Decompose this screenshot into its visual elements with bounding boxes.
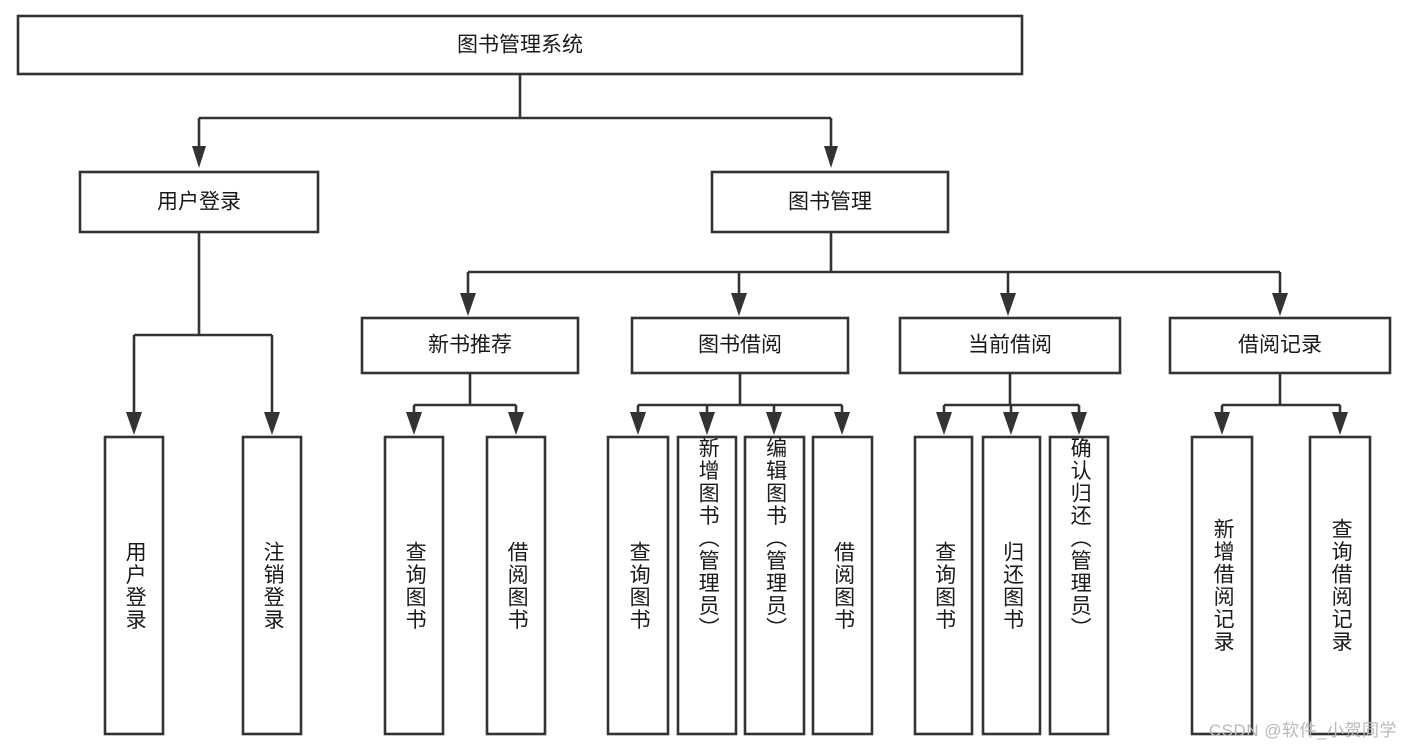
leaf-box-query-record[interactable] [1308, 435, 1372, 736]
arrowhead-leaf-user-login [126, 412, 142, 435]
connector-group-current-borrow [936, 373, 1087, 435]
arrowhead-bookborrow-leaf-3 [766, 412, 782, 435]
connector-group-user-login [126, 232, 280, 435]
node-root-label: 图书管理系统 [457, 34, 583, 57]
node-new-book-recommend[interactable]: 新书推荐 [360, 316, 580, 375]
arrowhead-currentborrow-leaf-2 [1003, 412, 1019, 435]
leaf-box-add-book-admin[interactable] [676, 435, 738, 736]
watermark: CSDN @软件_小贺同学 [1208, 721, 1397, 740]
arrowhead-bookborrow-leaf-1 [630, 412, 646, 435]
node-new-book-recommend-label: 新书推荐 [428, 334, 512, 357]
leaf-box-logout[interactable] [241, 435, 303, 736]
arrowhead-borrow-record [1272, 293, 1288, 316]
leaf-box-confirm-return[interactable] [1048, 435, 1110, 736]
node-borrow-record-box[interactable] [1168, 316, 1392, 375]
arrowhead-leaf-logout [264, 412, 280, 435]
node-new-book-recommend-box[interactable] [360, 316, 580, 375]
connector-group-book-borrow [630, 373, 850, 435]
leaf-box-edit-book-admin[interactable] [743, 435, 806, 736]
node-user-login-label: 用户登录 [157, 191, 241, 214]
node-user-login-box[interactable] [78, 170, 320, 234]
arrowhead-bookborrow-leaf-4 [834, 412, 850, 435]
arrowhead-borrowrecord-leaf-2 [1332, 412, 1348, 435]
node-book-borrow-label: 图书借阅 [698, 334, 782, 357]
node-current-borrow[interactable]: 当前借阅 [898, 316, 1122, 375]
arrowhead-current-borrow [1000, 293, 1016, 316]
arrowhead-currentborrow-leaf-1 [936, 412, 952, 435]
leaf-box-query-book-3[interactable] [913, 435, 974, 736]
node-book-borrow[interactable]: 图书借阅 [630, 316, 850, 375]
arrowhead-new-book-rec [460, 293, 476, 316]
connector-group-root [192, 74, 838, 168]
node-book-management[interactable]: 图书管理 [710, 170, 950, 234]
leaf-box-add-record[interactable] [1190, 435, 1254, 736]
connector-group-borrow-record [1214, 373, 1348, 435]
arrowhead-newbook-leaf-1 [406, 412, 422, 435]
arrowhead-borrowrecord-leaf-1 [1214, 412, 1230, 435]
arrowhead-bookborrow-leaf-2 [699, 412, 715, 435]
leaf-box-user-login[interactable] [103, 435, 165, 736]
node-borrow-record[interactable]: 借阅记录 [1168, 316, 1392, 375]
leaf-box-query-book-1[interactable] [383, 435, 445, 736]
node-current-borrow-label: 当前借阅 [968, 334, 1052, 357]
node-borrow-record-label: 借阅记录 [1238, 334, 1322, 357]
leaf-box-borrow-book-2[interactable] [811, 435, 874, 736]
node-book-management-box[interactable] [710, 170, 950, 234]
leaf-box-group [103, 435, 1372, 736]
node-user-login[interactable]: 用户登录 [78, 170, 320, 234]
leaf-box-return-book[interactable] [981, 435, 1042, 736]
leaf-box-query-book-2[interactable] [606, 435, 670, 736]
arrowhead-book-mgmt [824, 146, 838, 168]
arrowhead-user-login [192, 146, 206, 168]
arrowhead-newbook-leaf-2 [508, 412, 524, 435]
arrowhead-book-borrow [731, 293, 747, 316]
node-book-borrow-box[interactable] [630, 316, 850, 375]
connector-group-new-book-rec [406, 373, 524, 435]
leaf-box-borrow-book-1[interactable] [485, 435, 547, 736]
arrowhead-currentborrow-leaf-3 [1071, 412, 1087, 435]
node-current-borrow-box[interactable] [898, 316, 1122, 375]
node-book-management-label: 图书管理 [788, 191, 872, 214]
node-root[interactable]: 图书管理系统 [16, 14, 1024, 76]
connector-group-book-mgmt [460, 232, 1288, 316]
node-root-box[interactable] [16, 14, 1024, 76]
